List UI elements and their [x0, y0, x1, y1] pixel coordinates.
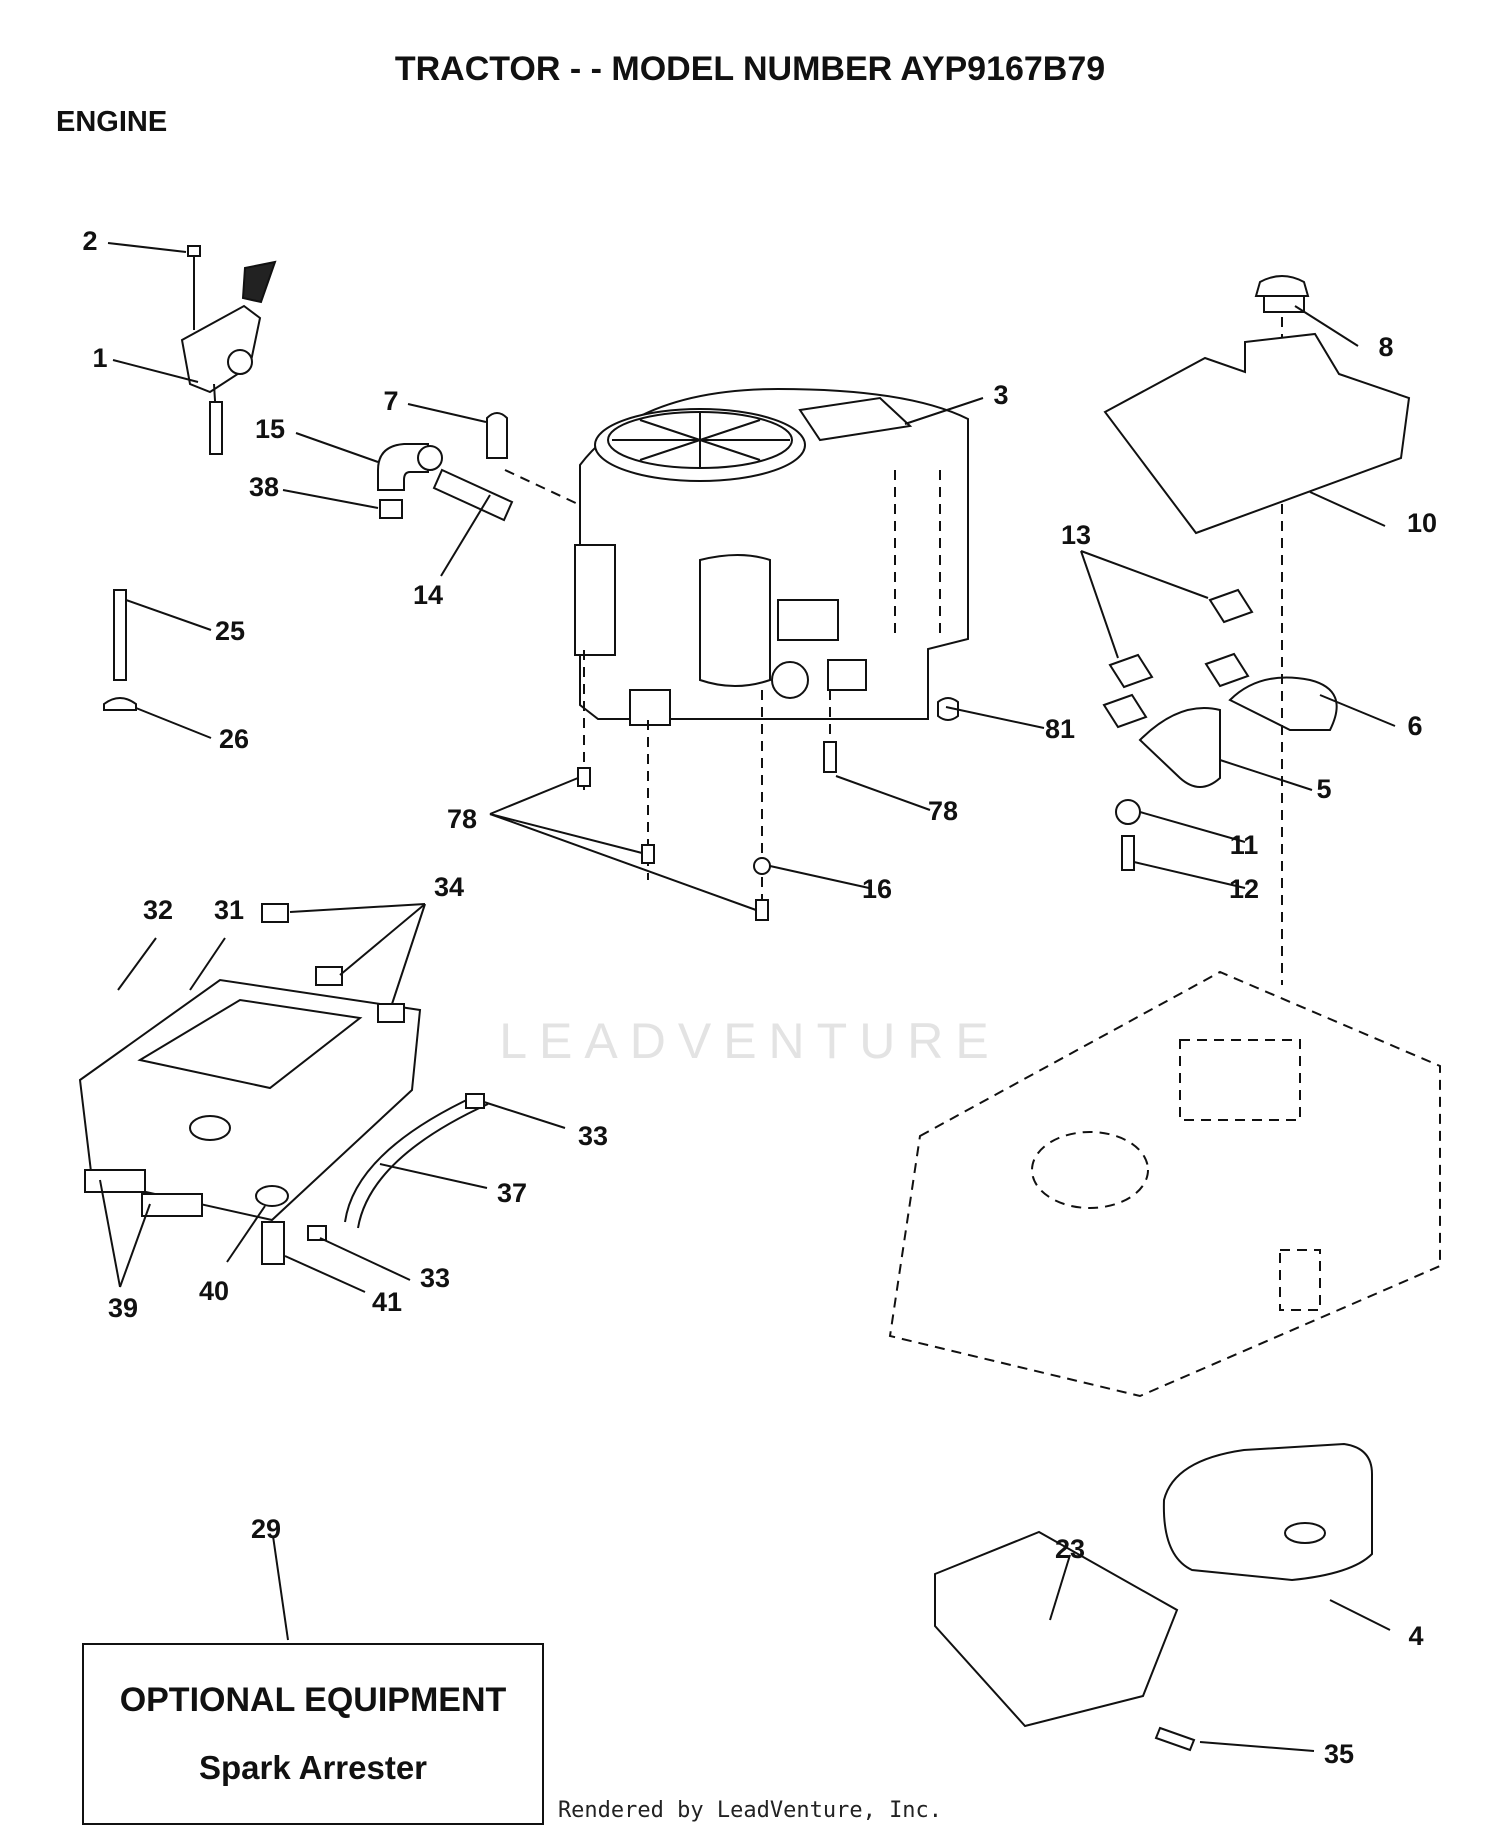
callout-10: 10 [1407, 508, 1437, 538]
page-title: TRACTOR - - MODEL NUMBER AYP9167B79 [394, 50, 1106, 88]
callout-numbers: 2 1 15 38 7 14 3 8 10 13 6 5 11 12 81 78… [82, 226, 1437, 1769]
callout-1: 1 [92, 343, 107, 373]
callout-26: 26 [219, 724, 249, 754]
engine-panel-part [1103, 275, 1411, 535]
engine-part [574, 387, 969, 921]
tractor-frame-part [888, 970, 1441, 1398]
fuel-elbow-part [377, 412, 581, 522]
optional-equipment-item: Spark Arrester [198, 1749, 428, 1786]
section-title: ENGINE [56, 106, 168, 138]
callout-35: 35 [1324, 1739, 1354, 1769]
callout-41: 41 [372, 1287, 402, 1317]
callout-81: 81 [1045, 714, 1075, 744]
callout-78-left: 78 [447, 804, 477, 834]
callout-2: 2 [82, 226, 97, 256]
callout-33-bottom: 33 [420, 1263, 450, 1293]
callout-leader-lines [99, 242, 1396, 1752]
callout-5: 5 [1316, 774, 1331, 804]
muffler-part [934, 1442, 1373, 1752]
callout-37: 37 [497, 1178, 527, 1208]
callout-29: 29 [251, 1514, 281, 1544]
optional-equipment-title: OPTIONAL EQUIPMENT [119, 1681, 507, 1719]
callout-12: 12 [1229, 874, 1259, 904]
callout-34: 34 [434, 872, 464, 902]
exhaust-pipe-part [1102, 300, 1338, 985]
dipstick-part [103, 589, 137, 711]
fuel-tank-part [78, 903, 489, 1265]
footer-credit: Rendered by LeadVenture, Inc. [557, 1798, 943, 1823]
callout-14: 14 [413, 580, 443, 610]
callout-32: 32 [143, 895, 173, 925]
callout-15: 15 [255, 414, 285, 444]
callout-7: 7 [383, 386, 398, 416]
callout-6: 6 [1407, 711, 1422, 741]
callout-33-top: 33 [578, 1121, 608, 1151]
callout-13: 13 [1061, 520, 1091, 550]
optional-equipment-box: OPTIONAL EQUIPMENT Spark Arrester [82, 1643, 544, 1825]
watermark-text: LEADVENTURE [499, 1013, 1001, 1069]
callout-40: 40 [199, 1276, 229, 1306]
callout-11: 11 [1230, 830, 1259, 860]
callout-78-right: 78 [928, 796, 958, 826]
callout-8: 8 [1378, 332, 1393, 362]
callout-23: 23 [1055, 1534, 1085, 1564]
callout-3: 3 [993, 380, 1008, 410]
callout-38: 38 [249, 472, 279, 502]
callout-25: 25 [215, 616, 245, 646]
callout-16: 16 [862, 874, 892, 904]
throttle-control-part [180, 245, 277, 455]
callout-4: 4 [1408, 1621, 1423, 1651]
callout-31: 31 [214, 895, 244, 925]
callout-39: 39 [108, 1293, 138, 1323]
